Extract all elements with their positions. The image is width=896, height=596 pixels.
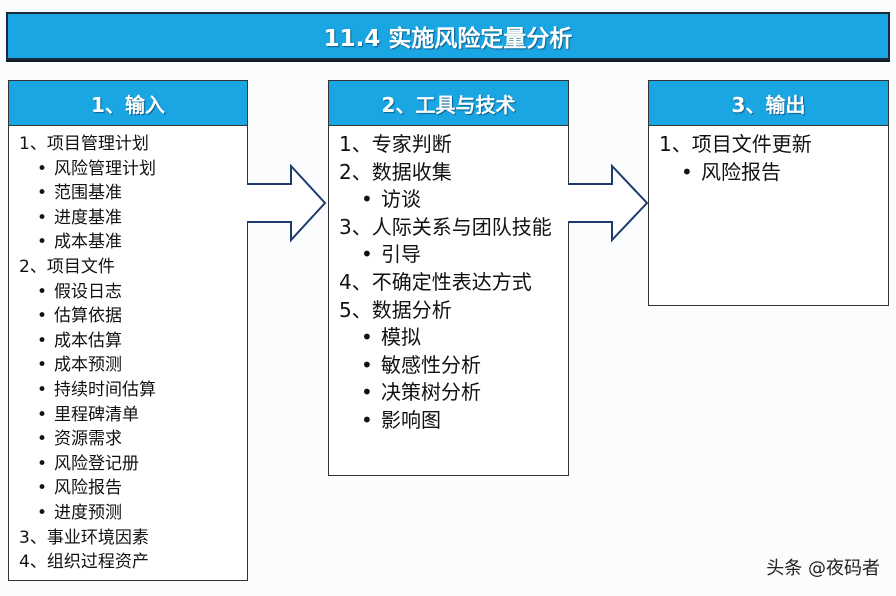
sub-list-item: 假设日志 bbox=[19, 280, 247, 305]
sub-list-item: 资源需求 bbox=[19, 427, 247, 452]
output-header: 3、输出 bbox=[649, 81, 888, 126]
sub-list-item: 进度基准 bbox=[19, 206, 247, 231]
list-item: 1、项目管理计划 bbox=[19, 134, 149, 154]
list-item: 2、项目文件 bbox=[19, 256, 115, 277]
list-item: 1、专家判断 bbox=[339, 132, 452, 156]
tools-list: 1、专家判断 2、数据收集访谈3、人际关系与团队技能引导4、不确定性表达方式 5、数… bbox=[329, 126, 568, 435]
list-item: 3、人际关系与团队技能 bbox=[339, 214, 552, 239]
sub-list-item: 持续时间估算 bbox=[19, 378, 247, 403]
output-list: 1、项目文件更新风险报告 bbox=[649, 126, 888, 186]
list-item: 2、数据收集 bbox=[339, 159, 452, 184]
watermark: 头条 @夜码者 bbox=[766, 558, 880, 579]
input-header: 1、输入 bbox=[9, 81, 247, 126]
list-item: 5、数据分析 bbox=[339, 297, 452, 322]
sub-list-item: 访谈 bbox=[339, 186, 568, 214]
sub-list-item: 敏感性分析 bbox=[339, 352, 568, 380]
output-box: 3、输出 1、项目文件更新风险报告 bbox=[648, 80, 889, 306]
sub-list-item: 估算依据 bbox=[19, 304, 247, 329]
input-box: 1、输入 1、项目管理计划风险管理计划范围基准进度基准成本基准2、项目文件假设日… bbox=[8, 80, 248, 581]
arrow-right-icon bbox=[568, 164, 649, 243]
sub-list-item: 里程碑清单 bbox=[19, 403, 247, 428]
sub-list-item: 范围基准 bbox=[19, 181, 247, 206]
sub-list-item: 风险报告 bbox=[659, 159, 888, 187]
tools-header: 2、工具与技术 bbox=[329, 81, 568, 126]
sub-list-item: 进度预测 bbox=[19, 501, 247, 526]
diagram-title: 11.4 实施风险定量分析 bbox=[6, 12, 890, 60]
sub-list-item: 引导 bbox=[339, 241, 568, 269]
sub-list-item: 决策树分析 bbox=[339, 379, 568, 407]
sub-list-item: 模拟 bbox=[339, 324, 568, 352]
sub-list-item: 影响图 bbox=[339, 407, 568, 435]
input-list: 1、项目管理计划风险管理计划范围基准进度基准成本基准2、项目文件假设日志估算依据… bbox=[9, 126, 247, 575]
sub-list-item: 风险报告 bbox=[19, 476, 247, 501]
sub-list-item: 风险登记册 bbox=[19, 452, 247, 477]
sub-list-item: 风险管理计划 bbox=[19, 157, 247, 182]
sub-list-item: 成本估算 bbox=[19, 329, 247, 354]
list-item: 4、不确定性表达方式 bbox=[339, 269, 532, 294]
arrow-right-icon bbox=[247, 164, 327, 243]
list-item: 3、事业环境因素 bbox=[19, 527, 149, 548]
sub-list-item: 成本基准 bbox=[19, 230, 247, 255]
sub-list-item: 成本预测 bbox=[19, 353, 247, 378]
list-item: 4、组织过程资产 bbox=[19, 552, 149, 573]
list-item: 1、项目文件更新 bbox=[659, 132, 812, 156]
tools-box: 2、工具与技术 1、专家判断 2、数据收集访谈3、人际关系与团队技能引导4、不确定… bbox=[328, 80, 569, 476]
